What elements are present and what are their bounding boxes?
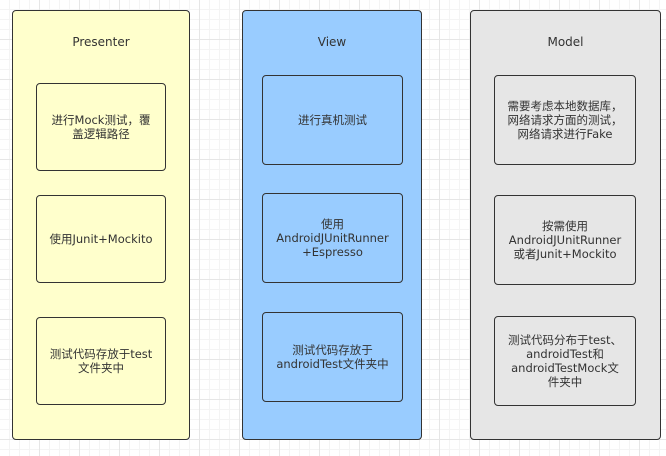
view-title: View [317, 35, 347, 49]
model-box-test-folders: 测试代码分布于test、 androidTest和 androidTestMoc… [494, 316, 636, 406]
presenter-box-junit-mockito: 使用Junit+Mockito [36, 195, 166, 283]
presenter-container: Presenter 进行Mock测试，覆 盖逻辑路径 使用Junit+Mocki… [12, 10, 190, 440]
model-box-runner-or-mockito: 按需使用 AndroidJUnitRunner 或者Junit+Mockito [494, 195, 636, 285]
presenter-box-mock-test: 进行Mock测试，覆 盖逻辑路径 [36, 83, 166, 171]
presenter-title: Presenter [72, 35, 130, 49]
model-box-database-network: 需要考虑本地数据库， 网络请求方面的测试， 网络请求进行Fake [494, 75, 636, 165]
view-box-espresso: 使用 AndroidJUnitRunner +Espresso [262, 193, 403, 283]
view-box-device-test: 进行真机测试 [262, 75, 403, 165]
view-container: View 进行真机测试 使用 AndroidJUnitRunner +Espre… [242, 10, 422, 440]
view-box-androidtest-folder: 测试代码存放于 androidTest文件夹中 [262, 312, 403, 402]
model-title: Model [547, 35, 584, 49]
model-container: Model 需要考虑本地数据库， 网络请求方面的测试， 网络请求进行Fake 按… [470, 10, 661, 440]
presenter-box-test-folder: 测试代码存放于test 文件夹中 [36, 317, 166, 405]
